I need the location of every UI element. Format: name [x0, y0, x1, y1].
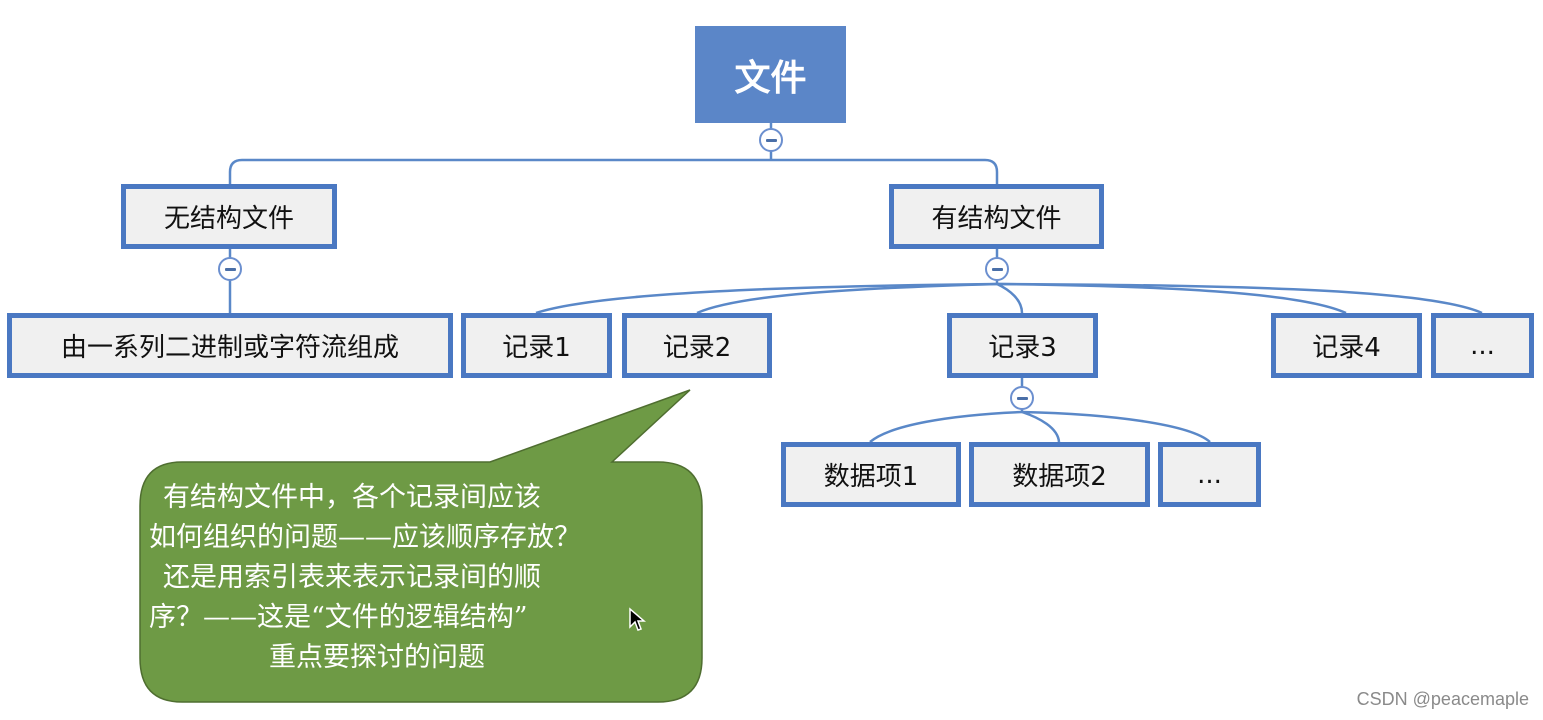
- connector-record-2: [696, 282, 998, 315]
- callout-line: 重点要探讨的问题: [269, 642, 485, 673]
- node-label: 记录3: [988, 333, 1057, 363]
- callout-text: 有结构文件中，各个记录间应该 如何组织的问题——应该顺序存放？ 还是用索引表来表…: [145, 478, 695, 678]
- connector-root-children: [228, 158, 999, 184]
- node-label: ...: [1197, 459, 1222, 490]
- connector-record-1: [535, 282, 998, 315]
- watermark: CSDN @peacemaple: [1356, 689, 1529, 709]
- node-label: 无结构文件: [163, 204, 294, 234]
- node-root-file[interactable]: 文件: [695, 26, 846, 123]
- node-label: ...: [1470, 330, 1495, 361]
- node-record-3[interactable]: 记录3: [947, 313, 1098, 378]
- collapse-icon[interactable]: [1010, 386, 1034, 410]
- node-record-more[interactable]: ...: [1431, 313, 1534, 378]
- node-label: 数据项2: [1012, 462, 1107, 492]
- callout-line: 如何组织的问题——应该顺序存放？: [149, 522, 581, 553]
- connector-item-more: [1021, 410, 1211, 443]
- collapse-icon[interactable]: [985, 257, 1009, 281]
- node-label: 数据项1: [823, 462, 919, 492]
- callout-line: 还是用索引表来表示记录间的顺: [163, 562, 541, 593]
- connector-item-1: [869, 410, 1023, 443]
- callout-line: 序？——这是“文件的逻辑结构”: [149, 602, 528, 633]
- connector-record-more: [996, 282, 1483, 315]
- node-data-item-more[interactable]: ...: [1158, 442, 1261, 507]
- node-record-4[interactable]: 记录4: [1271, 313, 1422, 378]
- node-record-2[interactable]: 记录2: [622, 313, 772, 378]
- node-label: 记录4: [1312, 333, 1381, 363]
- node-data-item-1[interactable]: 数据项1: [781, 442, 961, 507]
- collapse-icon[interactable]: [218, 257, 242, 281]
- node-binary-stream[interactable]: 由一系列二进制或字符流组成: [7, 313, 453, 378]
- node-label: 文件: [734, 57, 807, 99]
- node-data-item-2[interactable]: 数据项2: [969, 442, 1150, 507]
- mouse-cursor-icon: [629, 607, 646, 631]
- node-unstructured-file[interactable]: 无结构文件: [121, 184, 337, 249]
- connector-item-2: [1021, 410, 1061, 443]
- node-label: 有结构文件: [931, 204, 1062, 234]
- node-label: 记录2: [662, 333, 732, 363]
- node-structured-file[interactable]: 有结构文件: [889, 184, 1104, 249]
- node-record-1[interactable]: 记录1: [461, 313, 612, 378]
- collapse-icon[interactable]: [759, 128, 783, 152]
- callout-line: 有结构文件中，各个记录间应该: [163, 482, 541, 513]
- node-label: 由一系列二进制或字符流组成: [60, 333, 399, 363]
- node-label: 记录1: [502, 333, 571, 363]
- connector-record-3: [996, 282, 1024, 314]
